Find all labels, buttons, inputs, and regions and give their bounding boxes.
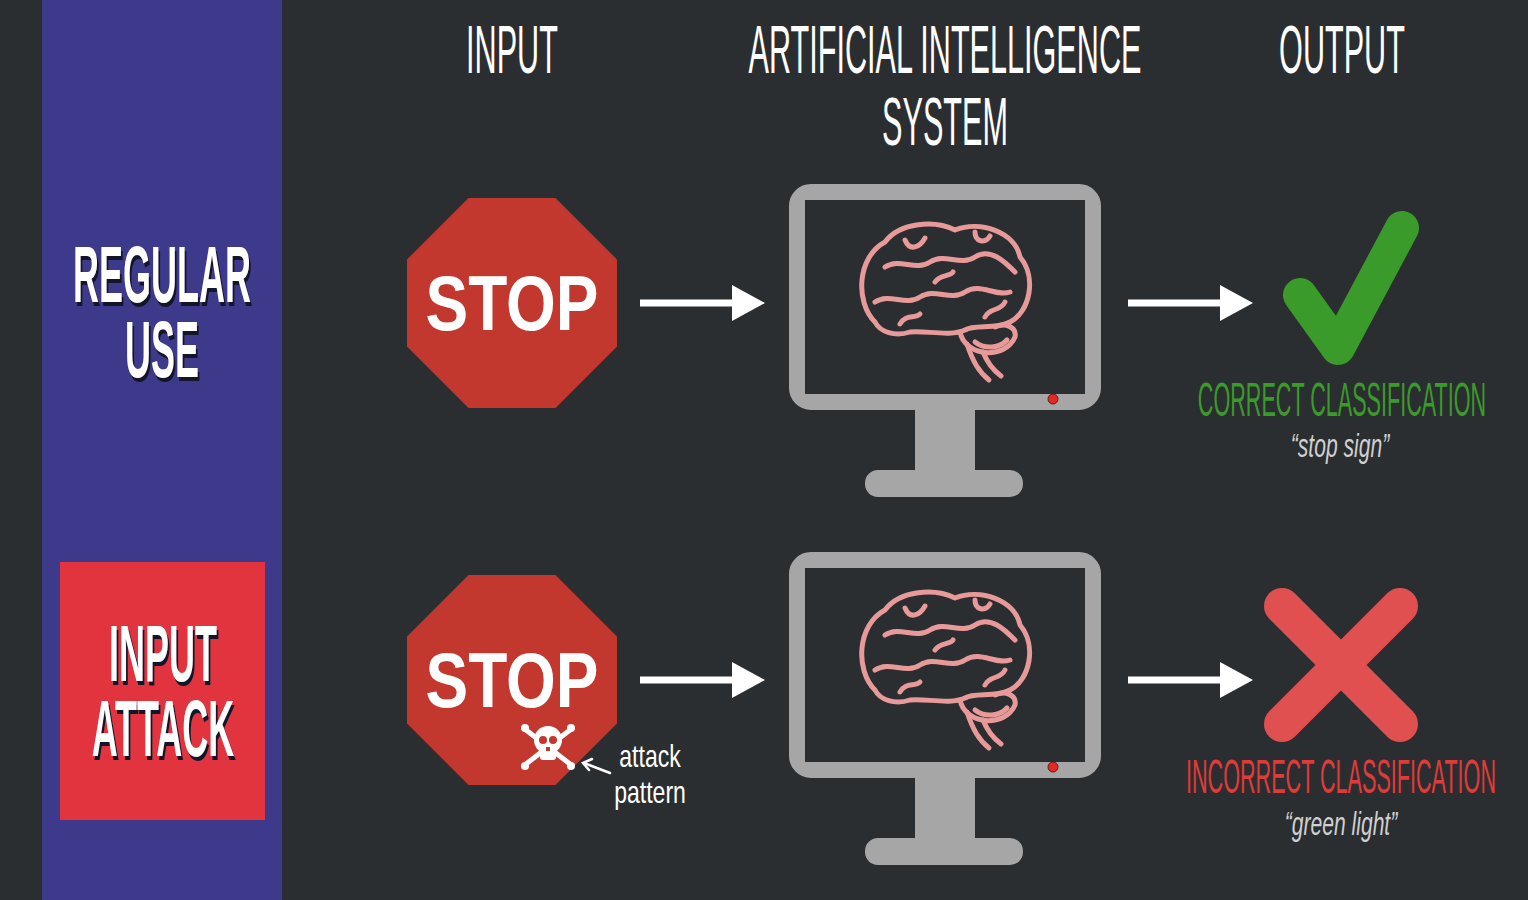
attack-box: INPUT ATTACK bbox=[60, 562, 265, 820]
node-text: STOP bbox=[418, 263, 607, 343]
brain-icon bbox=[862, 592, 1030, 748]
cross-mark bbox=[1282, 606, 1400, 724]
stop-sign: STOP bbox=[407, 575, 617, 785]
result-quote: “green light” bbox=[1248, 803, 1434, 843]
check-mark bbox=[1300, 228, 1402, 348]
flow-arrow bbox=[640, 662, 765, 698]
monitor-top bbox=[797, 192, 1093, 497]
result-label: CORRECT CLASSIFICATION bbox=[1185, 375, 1500, 425]
callout-label: attack pattern bbox=[610, 738, 691, 810]
column-header: INPUT bbox=[422, 13, 602, 85]
flow-arrow bbox=[1128, 285, 1253, 321]
row-band: REGULAR USE INPUT ATTACK bbox=[42, 0, 282, 900]
monitor-bottom bbox=[797, 560, 1093, 865]
node-text: REGULAR USE bbox=[68, 237, 257, 387]
flow-arrow bbox=[640, 285, 765, 321]
octagon-outline bbox=[407, 198, 617, 408]
flow-arrow bbox=[1128, 662, 1253, 698]
result-label: INCORRECT CLASSIFICATION bbox=[1170, 752, 1512, 802]
node-text: STOP bbox=[418, 640, 607, 720]
node-text: INPUT ATTACK bbox=[82, 616, 244, 766]
brain-icon bbox=[862, 224, 1030, 380]
octagon-outline bbox=[407, 575, 617, 785]
leader-arrow bbox=[583, 759, 610, 773]
column-header: OUTPUT bbox=[1252, 13, 1432, 85]
stop-sign: STOP bbox=[407, 198, 617, 408]
column-header: ARTIFICIAL INTELLIGENCE SYSTEM bbox=[729, 13, 1161, 157]
result-quote: “stop sign” bbox=[1247, 425, 1433, 465]
